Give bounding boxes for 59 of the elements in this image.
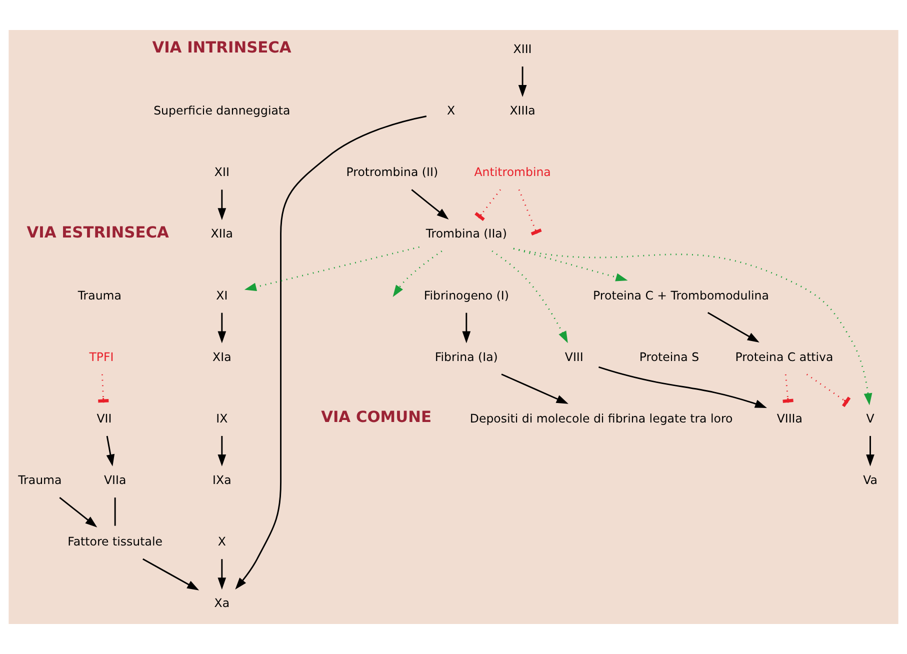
arrow bbox=[492, 250, 568, 344]
connector bbox=[806, 374, 851, 408]
arrow bbox=[866, 436, 874, 466]
node-text: Trauma bbox=[78, 288, 122, 302]
node-text: Proteina C + Trombomodulina bbox=[593, 288, 769, 302]
node-text: IXa bbox=[212, 473, 232, 488]
node-text: XIIIa bbox=[510, 104, 536, 118]
node-text: Fattore tissutale bbox=[68, 534, 162, 549]
arrow bbox=[598, 366, 767, 408]
node-text: Fibrinogeno (I) bbox=[424, 288, 509, 302]
node-text: Fibrina (Ia) bbox=[434, 350, 498, 364]
arrow bbox=[392, 250, 442, 298]
node-text: XI bbox=[216, 288, 228, 302]
arrow bbox=[518, 66, 527, 97]
arrow bbox=[218, 436, 226, 466]
node-text: Superficie danneggiata bbox=[154, 104, 290, 118]
arrow bbox=[513, 248, 628, 282]
node-text: Depositi di molecole di fibrina legate tra loro bbox=[470, 411, 733, 426]
node-text: VIIa bbox=[104, 473, 126, 488]
node-text: Xa bbox=[214, 596, 230, 610]
arrow bbox=[462, 312, 471, 344]
node-text: TPFI bbox=[89, 350, 114, 364]
connector bbox=[474, 189, 502, 221]
node-text: Proteina S bbox=[639, 350, 700, 364]
node-text: Trombina (IIa) bbox=[426, 226, 507, 241]
connector bbox=[782, 374, 794, 403]
arrow bbox=[244, 246, 420, 292]
arrow bbox=[707, 312, 760, 343]
arrow bbox=[513, 248, 872, 406]
label: VIA COMUNE bbox=[321, 408, 432, 426]
node-text: XII bbox=[214, 165, 230, 180]
node-text: X bbox=[446, 104, 456, 118]
node-text: Proteina C attiva bbox=[735, 350, 834, 364]
arrow bbox=[235, 116, 427, 590]
node-text: XIa bbox=[212, 350, 232, 364]
node-text: VII bbox=[96, 411, 112, 426]
connector bbox=[98, 374, 109, 403]
node-text: VIIIa bbox=[776, 411, 802, 426]
node-text: XIII bbox=[513, 42, 532, 56]
node-text: Trauma bbox=[18, 473, 62, 488]
node-text: V bbox=[866, 411, 874, 426]
node-text: VIII bbox=[564, 350, 584, 364]
node-text: XIIa bbox=[210, 226, 234, 241]
label: VIA ESTRINSECA bbox=[26, 223, 169, 242]
arrow bbox=[218, 190, 226, 220]
node-text: Protrombina (II) bbox=[346, 165, 438, 180]
node-text: Antitrombina bbox=[474, 165, 551, 180]
arrow bbox=[218, 312, 226, 344]
label: VIA INTRINSECA bbox=[152, 38, 292, 57]
arrow bbox=[59, 496, 98, 528]
node-text: X bbox=[218, 534, 226, 549]
arrow bbox=[411, 189, 449, 220]
node-text: IX bbox=[216, 411, 228, 426]
arrow bbox=[106, 436, 115, 466]
arrow bbox=[218, 559, 226, 590]
node-text: Va bbox=[863, 473, 878, 488]
connector bbox=[114, 498, 116, 526]
arrow bbox=[501, 374, 568, 404]
arrow bbox=[142, 558, 200, 590]
